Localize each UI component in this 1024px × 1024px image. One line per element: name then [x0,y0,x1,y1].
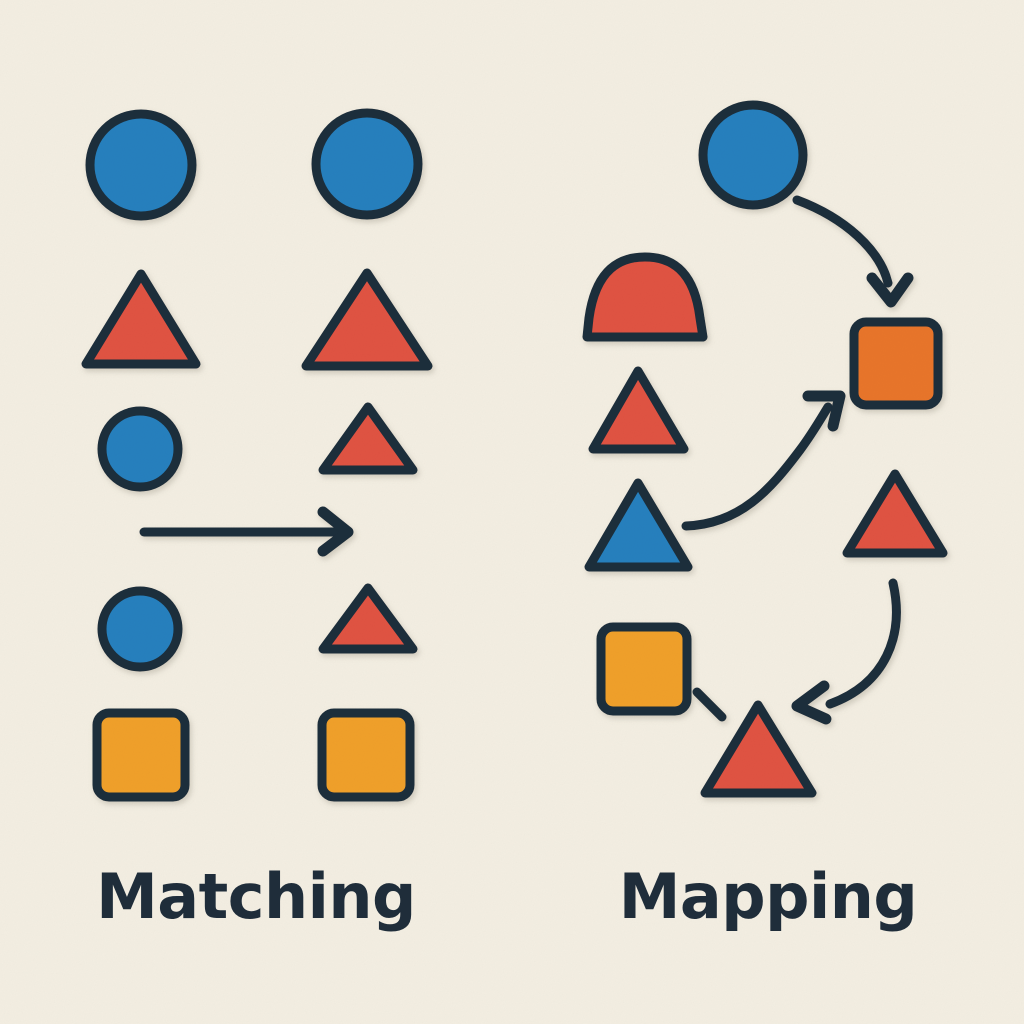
panel-label-mapping: Mapping [618,860,918,933]
panel-label-matching: Matching [96,860,416,933]
